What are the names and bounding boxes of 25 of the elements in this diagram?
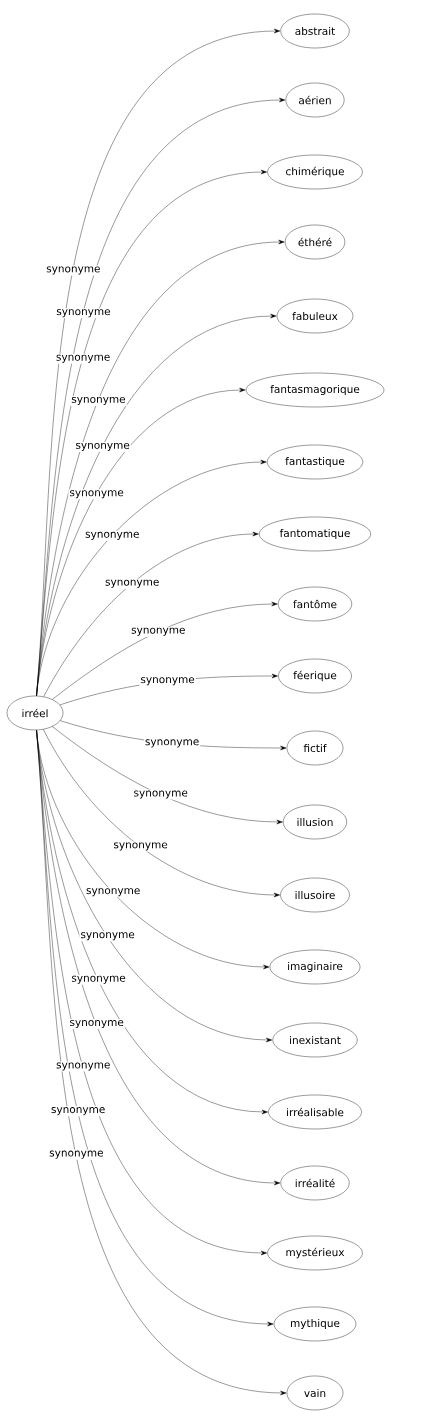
edge-label: synonyme [84,530,141,541]
arrow [43,729,280,898]
edge-label: synonyme [85,887,142,898]
edge-label: synonyme [54,353,112,364]
edge-label: synonyme [55,1061,112,1072]
edge-label: synonyme [70,974,127,985]
edge-label: synonyme [112,841,169,852]
edge-label: synonyme [68,1019,125,1030]
arrow [43,531,259,697]
edge-label: synonyme [139,676,196,687]
arrow [36,459,267,697]
edge-label: synonyme [55,308,112,319]
edge-label: synonyme [49,1106,107,1117]
edge-label: synonyme [74,441,131,452]
edge-label: synonyme [70,395,127,406]
edge-label: synonyme [143,738,201,749]
arrow [52,601,278,700]
edge-label: synonyme [130,626,187,637]
arrow [52,726,283,825]
edge-label: synonyme [79,931,136,942]
edge-label: synonyme [132,789,189,800]
edge-label: synonyme [104,578,161,589]
edge-label: synonyme [45,265,102,276]
edge-label: synonyme [48,1149,105,1160]
edge-label: synonyme [68,489,125,500]
